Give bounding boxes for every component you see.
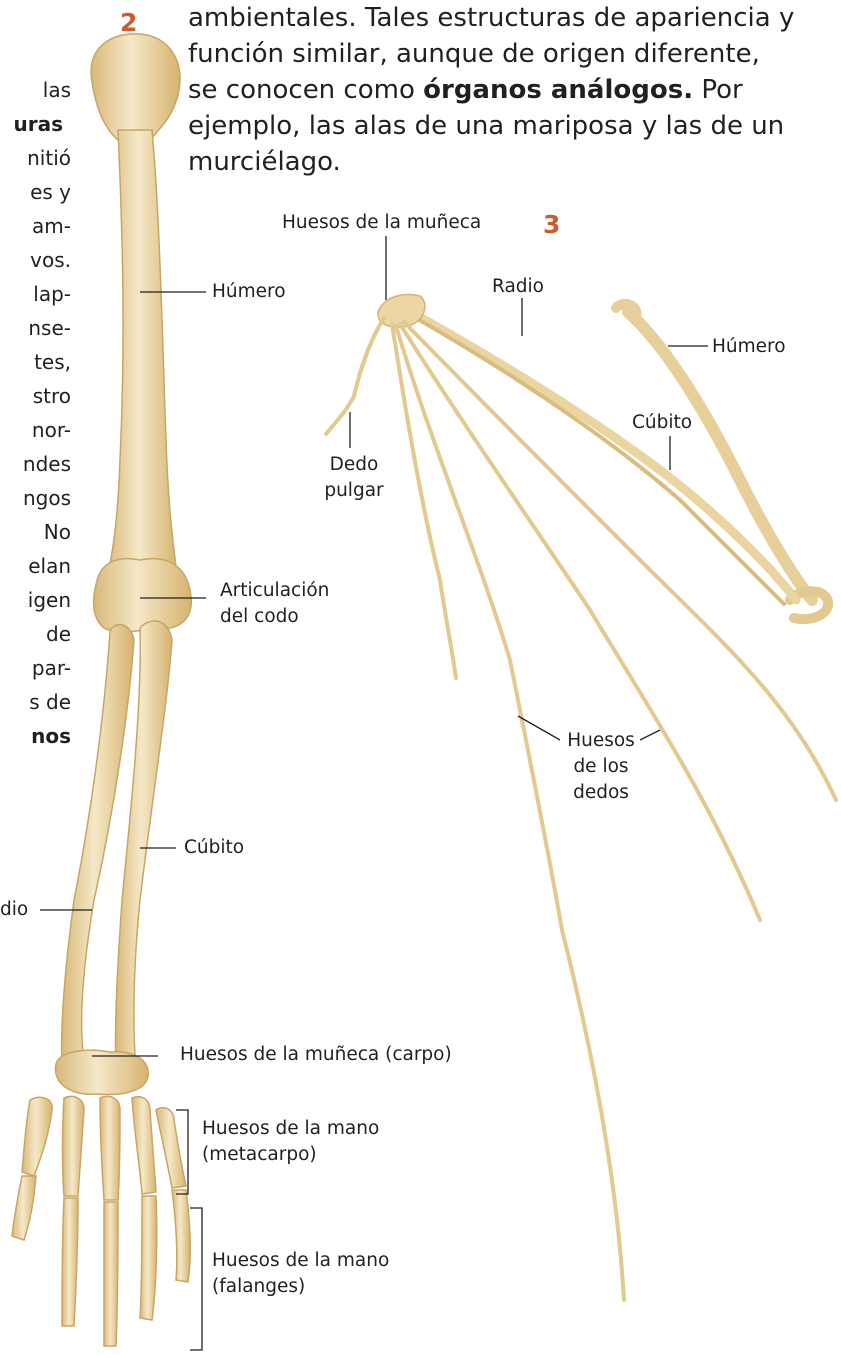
paragraph-line-4: ejemplo, las alas de una mariposa y las … [188,108,798,144]
left-text-fragment: ngos [23,482,71,514]
label-bat-ulna: Cúbito [632,410,692,436]
paragraph-line-5: murciélago. [188,144,798,180]
label-humerus: Húmero [212,279,286,305]
paragraph-line-3: se conocen como órganos análogos. Por [188,72,798,108]
left-text-fragment: las [43,74,71,106]
label-bat-thumb-line-2: pulgar [312,478,396,504]
humerus-shaft [106,130,178,580]
label-ulna: Cúbito [184,835,244,861]
metacarpal-2 [63,1097,85,1197]
left-text-fragment: par- [32,652,71,684]
label-bat-thumb-line-1: Dedo [312,452,396,478]
label-bat-fingers: Huesos de los dedos [556,728,646,806]
phalanges-thumb [12,1176,36,1240]
phalanges-ring [140,1196,157,1320]
left-text-fragment: nos [31,720,71,752]
carpal-bones [55,1050,148,1094]
metacarpal-5 [156,1108,186,1188]
label-phalanges-line-2: (falanges) [212,1274,389,1300]
bracket-phalanges [190,1208,202,1350]
phalanges-index [62,1198,78,1326]
label-metacarpus: Huesos de la mano (metacarpo) [202,1116,379,1168]
label-bat-humerus: Húmero [712,334,786,360]
bat-thumb [326,318,384,434]
left-text-fragment: tes, [34,346,71,378]
label-phalanges-line-1: Huesos de la mano [212,1248,389,1274]
left-text-fragment: elan [28,550,71,582]
left-text-fragment: ndes [23,448,71,480]
label-metacarpus-line-1: Huesos de la mano [202,1116,379,1142]
label-bat-radius: Radio [492,274,544,300]
metacarpal-1 [22,1097,52,1176]
left-text-fragment: uras [13,108,63,140]
body-paragraph: ambientales. Tales estructuras de aparie… [188,0,798,180]
humerus-head [91,34,180,140]
label-bat-thumb: Dedo pulgar [312,452,396,504]
bat-wrist [378,295,425,328]
label-elbow-line-1: Articulación [220,578,329,604]
left-text-fragment: de [46,618,71,650]
label-radius-partial: dio [0,897,28,923]
label-bat-wrist: Huesos de la muñeca [282,210,481,236]
left-text-fragment: am- [32,210,71,242]
bat-finger-2 [396,326,624,1300]
label-elbow: Articulación del codo [220,578,329,630]
label-elbow-line-2: del codo [220,604,329,630]
label-carpus: Huesos de la muñeca (carpo) [180,1042,452,1068]
label-bat-fingers-line-2: de los [556,754,646,780]
left-text-fragment: lap- [33,278,71,310]
left-text-fragment: igen [28,584,71,616]
bat-finger-1 [392,324,456,678]
left-text-fragment: nor- [32,414,71,446]
paragraph-line-1: ambientales. Tales estructuras de aparie… [188,0,798,36]
paragraph-line-3-pre: se conocen como [188,75,423,105]
left-text-fragment: vos. [30,244,71,276]
left-text-fragment: nse- [28,312,71,344]
elbow-joint [94,559,192,632]
phalanges-little [172,1190,190,1282]
left-text-fragment: s de [29,686,71,718]
metacarpal-4 [132,1097,156,1194]
section-number-2: 2 [120,10,137,35]
label-bat-fingers-line-3: dedos [556,780,646,806]
left-text-fragment: nitió [27,142,71,174]
left-text-fragment: es y [30,176,71,208]
label-metacarpus-line-2: (metacarpo) [202,1142,379,1168]
metacarpal-3 [100,1097,120,1201]
paragraph-line-2: función similar, aunque de origen difere… [188,36,798,72]
left-text-fragment: No [44,516,71,548]
left-text-fragment: stro [33,380,71,412]
paragraph-line-3-post: Por [693,75,743,105]
analogous-organs-term: órganos análogos. [423,75,693,105]
label-phalanges: Huesos de la mano (falanges) [212,1248,389,1300]
section-number-3: 3 [543,212,560,237]
phalanges-middle [104,1202,118,1346]
label-bat-fingers-line-1: Huesos [556,728,646,754]
